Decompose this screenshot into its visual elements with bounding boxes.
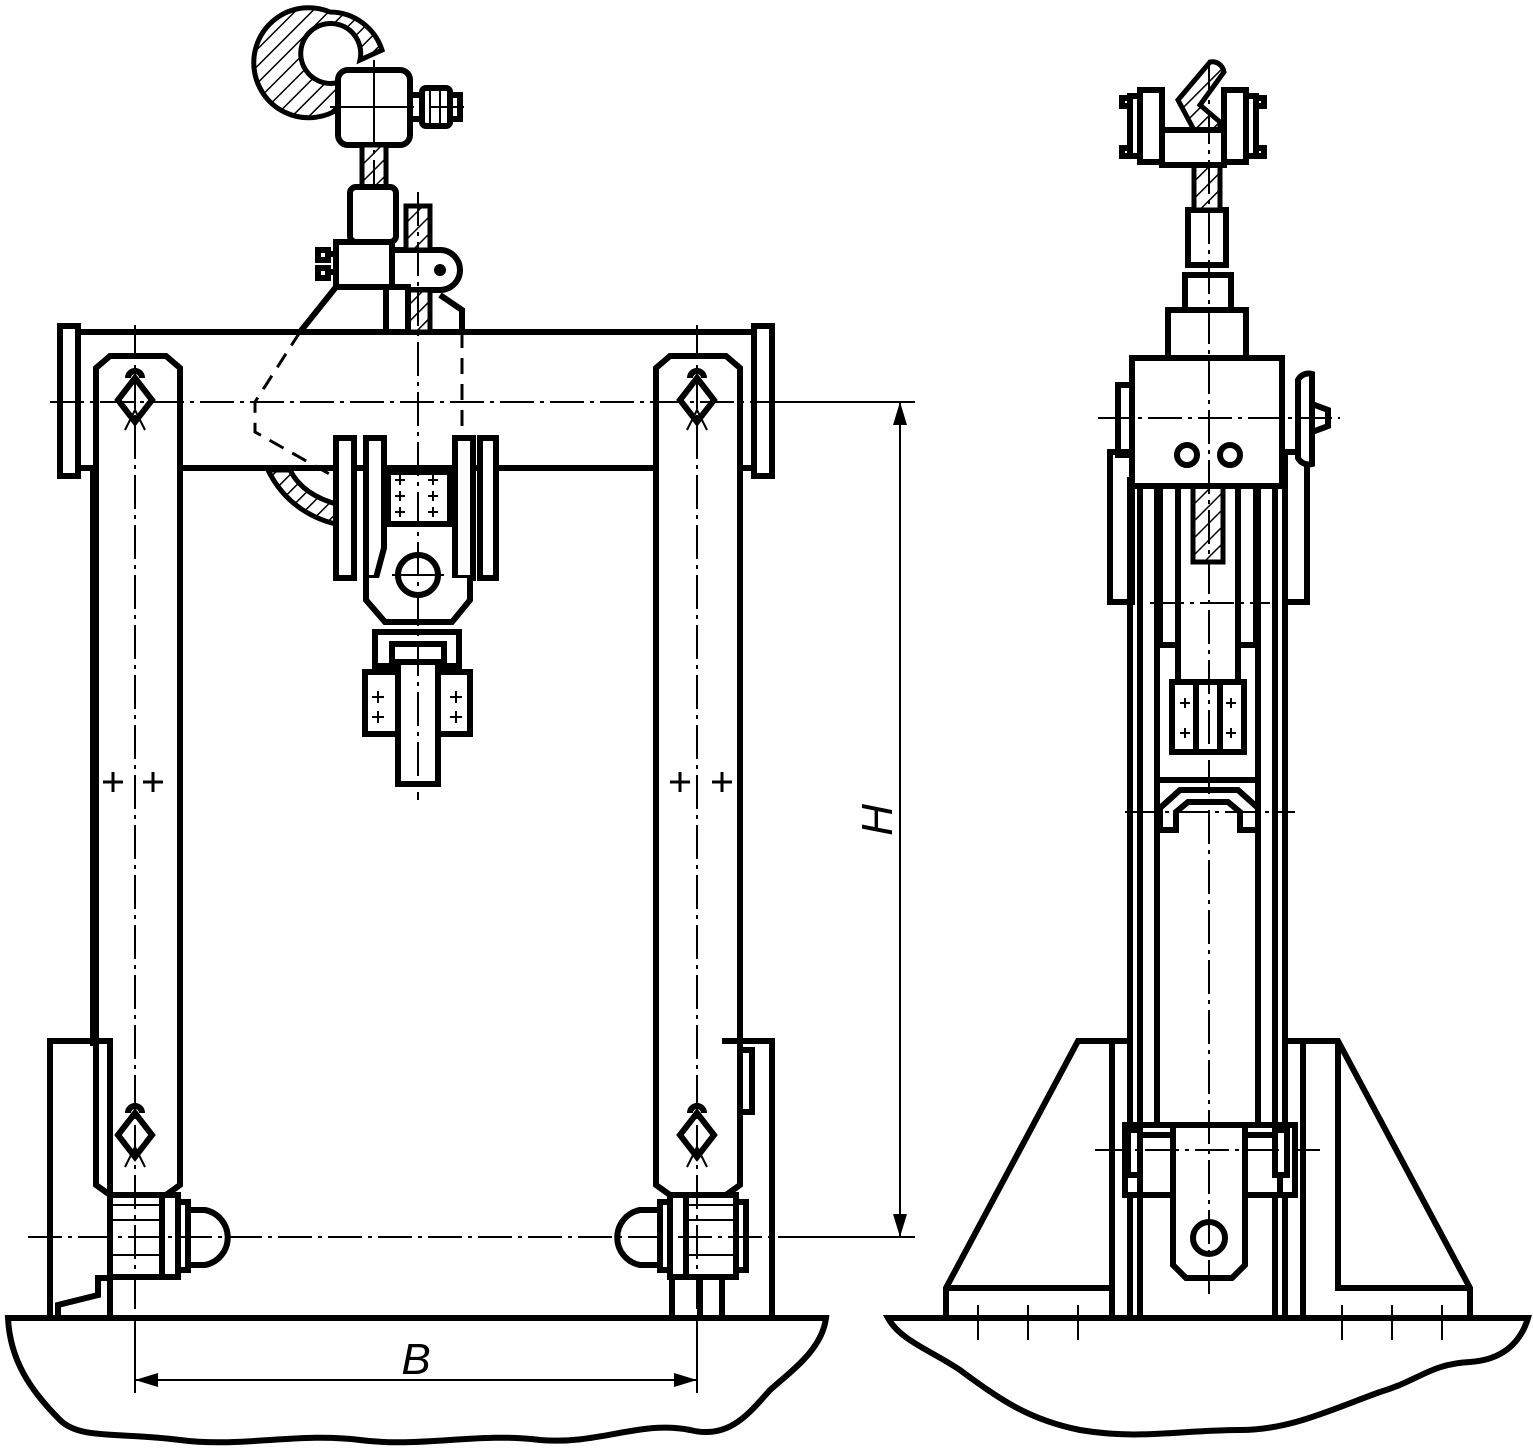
side-column-outer [1127, 477, 1288, 1188]
side-crossbeam-block [1129, 355, 1285, 489]
left-upper-pin [114, 368, 156, 431]
central-clamp [333, 435, 499, 787]
dimension-h: H [770, 401, 915, 1238]
front-view: H B [4, 5, 915, 1446]
right-upper-pin [676, 368, 718, 431]
dimension-b: B [134, 1320, 698, 1393]
side-crossbeam-hole-right [1217, 442, 1243, 468]
front-ground [4, 1315, 830, 1446]
side-crossbeam-hole-left [1174, 442, 1200, 468]
right-base-tab [737, 1047, 755, 1115]
right-upright-bolts [670, 772, 732, 792]
side-ground [882, 1315, 1533, 1438]
side-base-inner-right [1335, 1041, 1470, 1291]
side-hook-eye-nut [1119, 87, 1267, 168]
side-base-ticks [977, 1305, 1443, 1340]
side-crossbeam-left-plate [1115, 382, 1135, 458]
hidden-hook-outline [253, 331, 464, 482]
side-hook-collar [1165, 307, 1249, 361]
left-base-block [47, 1038, 113, 1318]
side-lower-nut-right [1272, 1127, 1290, 1178]
left-base-foot [55, 1275, 110, 1318]
side-base-trapezoid [943, 1038, 1473, 1318]
dimension-h-label: H [853, 804, 902, 836]
side-view [882, 59, 1533, 1438]
side-lower-nut [1125, 1127, 1143, 1178]
hook-tail-hatch [264, 467, 343, 529]
left-upright-link [93, 353, 183, 1198]
dimension-b-label: B [401, 1335, 430, 1384]
hook-assembly [251, 5, 465, 335]
left-upright-bolts [103, 772, 163, 792]
side-hook-sleeve [1185, 207, 1229, 268]
